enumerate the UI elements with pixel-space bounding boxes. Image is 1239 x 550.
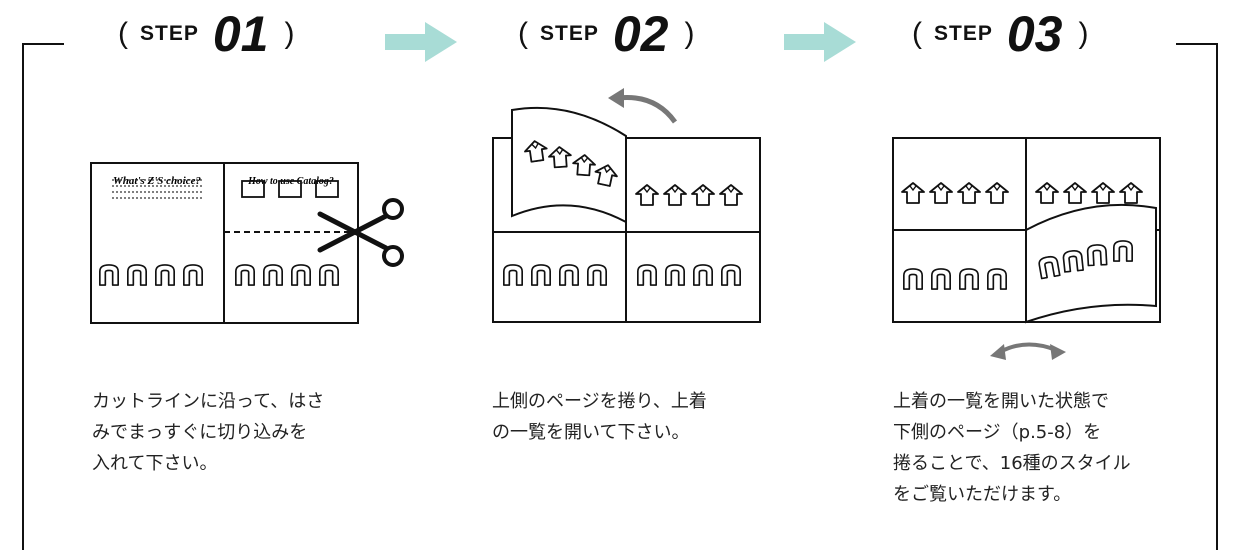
description-line: みでまっすぐに切り込みを	[92, 422, 308, 443]
frame-left-top	[22, 43, 64, 45]
close-paren: )	[284, 17, 295, 50]
description-line: カットラインに沿って、はさ	[92, 391, 325, 412]
description-line: 下側のページ（p.5-8）を	[893, 422, 1102, 443]
close-paren: )	[1078, 17, 1089, 50]
close-paren: )	[684, 17, 695, 50]
description-line: 入れて下さい。	[92, 453, 218, 474]
description-line: 捲ることで、16種のスタイル	[893, 453, 1131, 474]
open-paren: (	[912, 17, 922, 50]
frame-left-side	[22, 43, 24, 550]
left-heading: What's Z'S choice?	[113, 175, 202, 187]
frame-right-top	[1176, 43, 1218, 45]
step-title-2: ( STEP 02 )	[518, 6, 694, 62]
step-3-description: 上着の一覧を開いた状態で 下側のページ（p.5-8）を 捲ることで、16種のスタ…	[893, 386, 1131, 510]
open-paren: (	[518, 17, 528, 50]
step-1-description: カットラインに沿って、はさ みでまっすぐに切り込みを 入れて下さい。	[92, 386, 324, 479]
double-arrow-icon	[990, 342, 1066, 360]
step-number: 01	[212, 6, 269, 62]
step-word: STEP	[934, 22, 993, 45]
description-line: 上側のページを捲り、上着	[492, 391, 707, 412]
catalog-box	[278, 180, 302, 198]
arrow-right-icon	[385, 22, 457, 62]
scissors-icon	[317, 198, 404, 267]
diagram-step-3	[892, 137, 1161, 360]
step-title-3: ( STEP 03 )	[912, 6, 1088, 62]
diagram-step-2	[492, 88, 761, 323]
description-line: をご覧いただけます。	[893, 484, 1072, 505]
catalog-box	[241, 180, 265, 198]
diagram-step-1: What's Z'S choice? How to use Catalog?	[90, 162, 404, 324]
arrow-right-icon	[784, 22, 856, 62]
step-number: 03	[1006, 6, 1063, 62]
open-paren: (	[118, 17, 128, 50]
description-line: 上着の一覧を開いた状態で	[893, 391, 1109, 412]
catalog-box	[315, 180, 339, 198]
frame-right-side	[1216, 43, 1218, 550]
step-word: STEP	[140, 22, 199, 45]
step-2-description: 上側のページを捲り、上着 の一覧を開いて下さい。	[492, 386, 707, 448]
step-word: STEP	[540, 22, 599, 45]
description-line: の一覧を開いて下さい。	[492, 422, 690, 443]
step-title-1: ( STEP 01 )	[118, 6, 294, 62]
step-number: 02	[612, 6, 669, 62]
curled-page	[1025, 203, 1157, 324]
dotted-lines	[112, 179, 204, 199]
curled-page	[511, 106, 627, 224]
curved-arrow-icon	[617, 95, 678, 124]
